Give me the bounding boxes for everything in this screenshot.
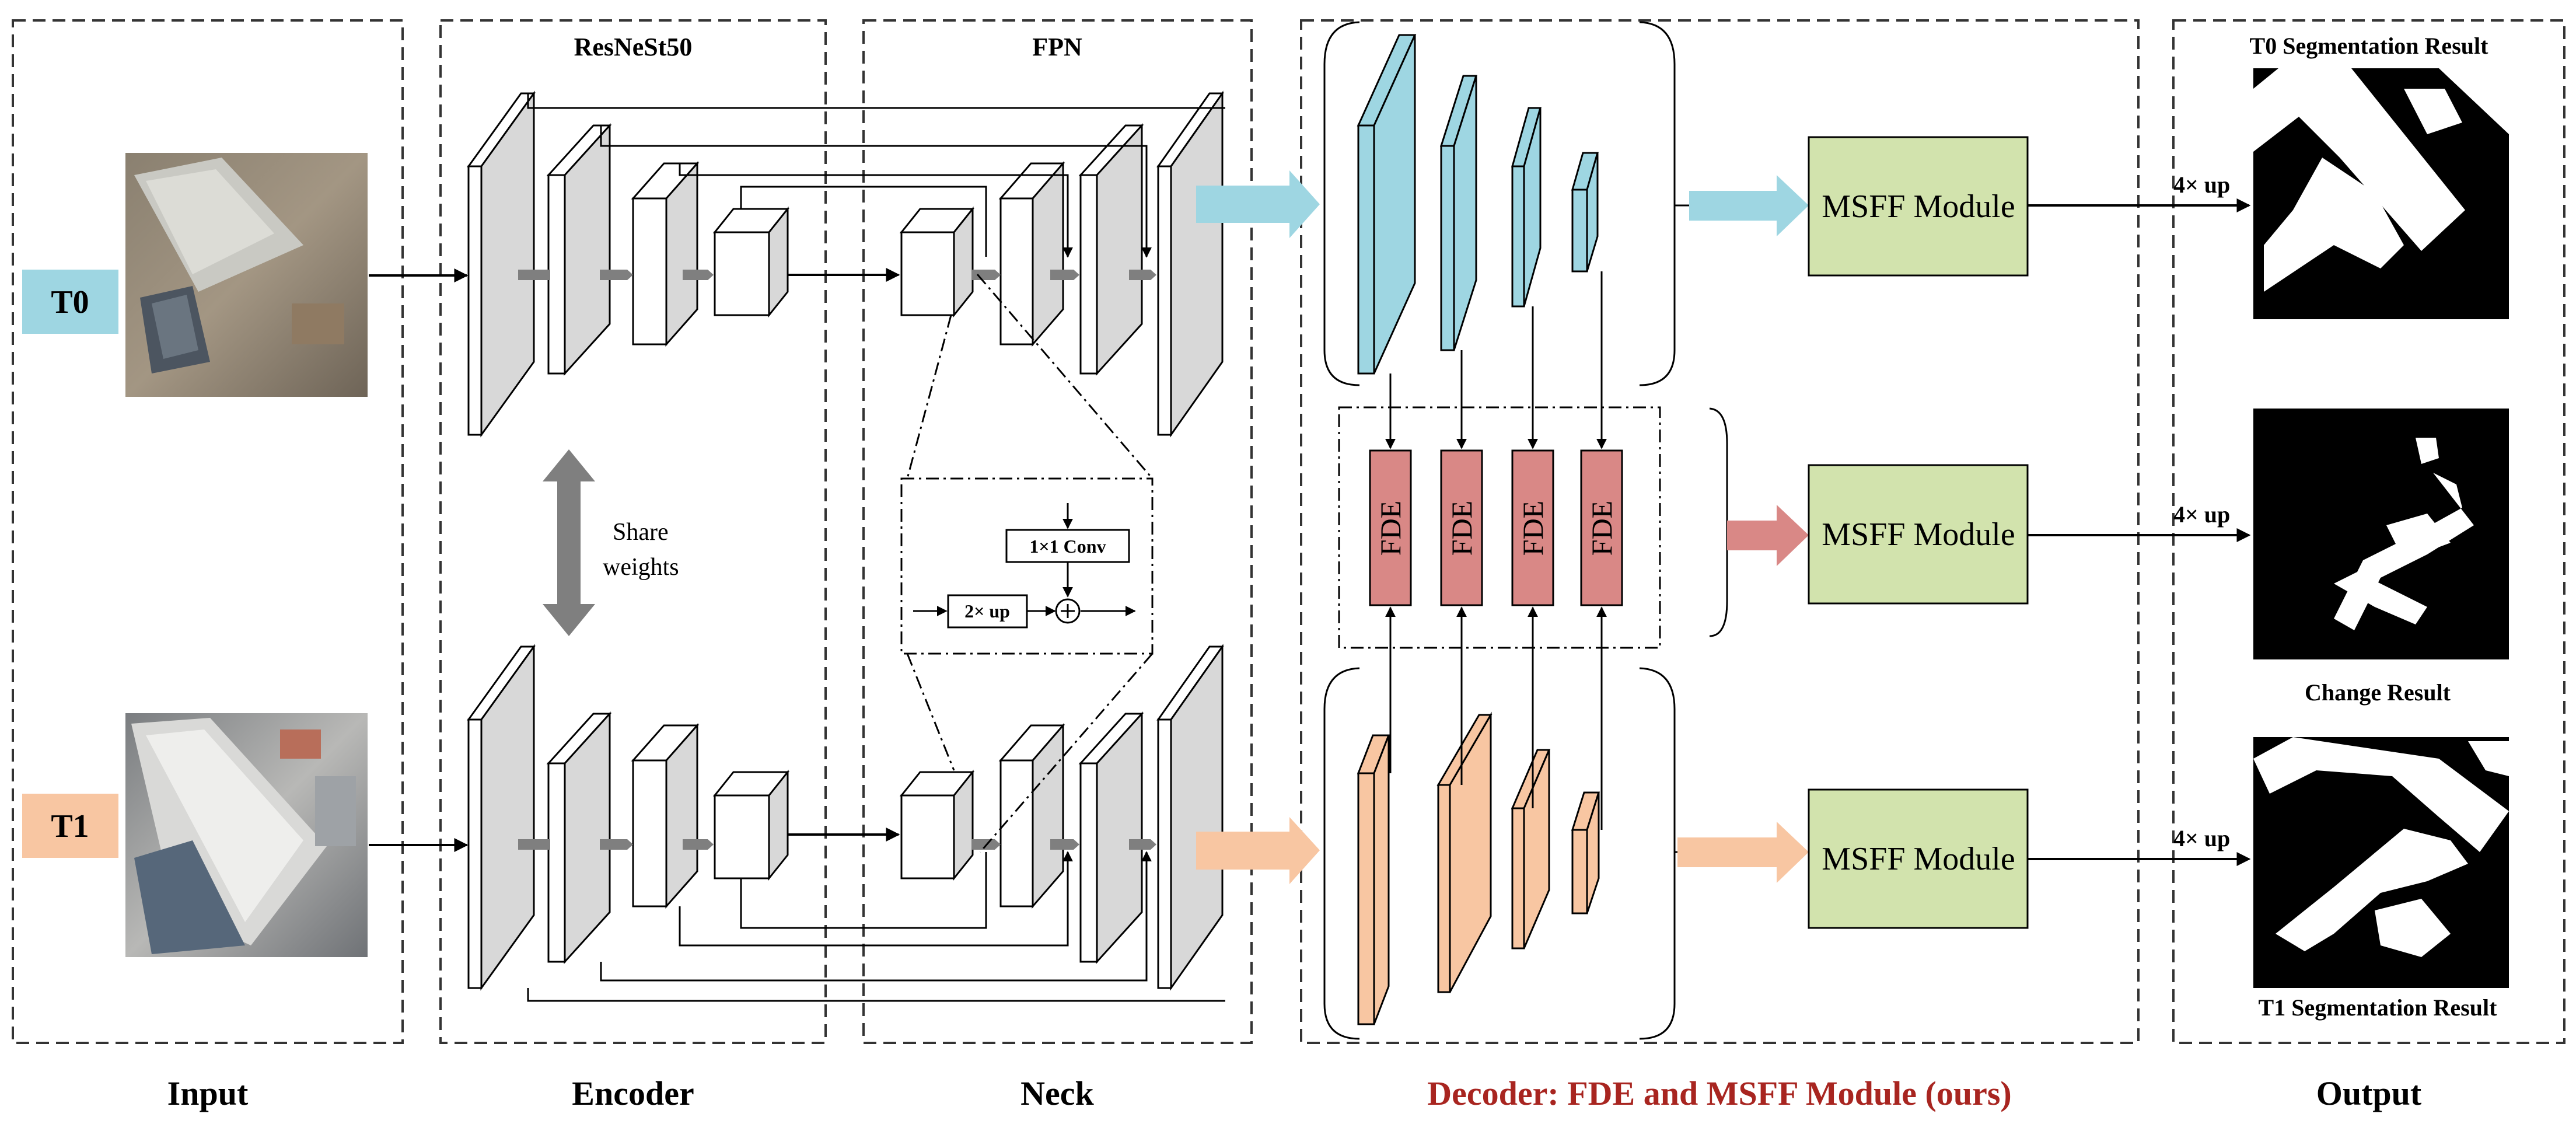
msff-label-change: MSFF Module	[1822, 516, 2015, 553]
share-weights: Share weights	[543, 449, 679, 636]
fde-label-4: FDE	[1585, 501, 1618, 556]
t0-label: T0	[51, 284, 89, 320]
t1-result-title: T1 Segmentation Result	[2259, 994, 2498, 1021]
share-weights-arrow	[543, 449, 595, 636]
conv-label: 1×1 Conv	[1029, 536, 1106, 557]
share-weights-label-2: weights	[603, 554, 679, 581]
neck-frame	[862, 19, 1253, 1044]
fde-block-3	[1511, 449, 1554, 606]
t0-result-title: T0 Segmentation Result	[2250, 33, 2489, 59]
t0-decoder-features	[1357, 34, 1599, 375]
t1-segmentation-result	[2253, 737, 2509, 988]
msff-module-change	[1808, 464, 2029, 605]
fde-blocks: FDE FDE FDE FDE	[1369, 449, 1623, 606]
input-frame	[12, 19, 404, 1044]
msff-module-t1	[1808, 788, 2029, 929]
fde-block-4	[1580, 449, 1623, 606]
share-weights-label-1: Share	[613, 519, 669, 546]
skip-connections-t1	[527, 851, 1225, 1002]
t1-satellite-image	[125, 713, 368, 957]
neck-section-label: Neck	[1020, 1074, 1094, 1112]
up-label-t1: 4× up	[2173, 825, 2230, 851]
t0-label-box	[22, 270, 118, 334]
conv-box	[1005, 529, 1130, 563]
fde-label-3: FDE	[1516, 501, 1549, 556]
msff-label-t0: MSFF Module	[1822, 188, 2015, 225]
decoder-section-label: Decoder: FDE and MSFF Module (ours)	[1427, 1074, 2011, 1112]
t1-msff-arrow	[1677, 822, 1809, 883]
fde-label-2: FDE	[1445, 501, 1478, 556]
encoder-frame	[439, 19, 827, 1044]
fpn-t1	[899, 644, 1224, 991]
fpn-t0	[899, 90, 1224, 438]
fpn-title: FPN	[1032, 33, 1082, 61]
change-result	[2253, 409, 2509, 659]
input-t1: T1	[22, 713, 368, 957]
t1-decoder-features	[1357, 711, 1600, 1025]
fde-block-2	[1440, 449, 1483, 606]
fpn-detail: 1×1 Conv 2× up	[900, 274, 1154, 853]
t0-msff-arrow	[1689, 175, 1809, 236]
skip-connections-t0	[527, 93, 1225, 258]
encoder-section-label: Encoder	[572, 1074, 694, 1112]
fde-connections	[1385, 271, 1607, 830]
change-msff-arrow	[1727, 505, 1809, 566]
t1-feature-arrow	[1196, 817, 1320, 884]
input-section-label: Input	[167, 1074, 249, 1112]
upsample-arrows: 4× up 4× up 4× up	[2028, 172, 2251, 866]
fde-block-1	[1369, 449, 1412, 606]
msff-modules: MSFF Module MSFF Module MSFF Module	[1808, 136, 2029, 929]
fpn-t0-connectors	[971, 270, 1156, 280]
up-label-t0: 4× up	[2173, 172, 2230, 198]
output-frame	[2172, 19, 2565, 1044]
t1-label-box	[22, 794, 118, 858]
t0-satellite-image	[125, 153, 368, 397]
fde-label-1: FDE	[1374, 501, 1407, 556]
encoder-t1	[467, 644, 790, 991]
t0-feature-arrow	[1196, 170, 1320, 238]
up-label-change: 4× up	[2173, 501, 2230, 528]
section-frames	[12, 19, 2565, 1044]
msff-label-t1: MSFF Module	[1822, 841, 2015, 877]
encoder-t1-connectors	[518, 839, 714, 850]
output-section-label: Output	[2316, 1074, 2422, 1112]
fpn-detail-frame	[900, 477, 1154, 655]
t1-label: T1	[51, 808, 89, 844]
upsample-label: 2× up	[964, 601, 1010, 622]
change-result-title: Change Result	[2305, 679, 2451, 706]
t0-segmentation-result	[2253, 68, 2509, 319]
encoder-t0	[467, 90, 790, 438]
input-t0: T0	[22, 153, 368, 397]
fde-frame	[1338, 406, 1661, 649]
encoder-title: ResNeSt50	[574, 33, 693, 61]
encoder-t0-connectors	[518, 270, 714, 280]
decoder-frame	[1300, 19, 2140, 1044]
